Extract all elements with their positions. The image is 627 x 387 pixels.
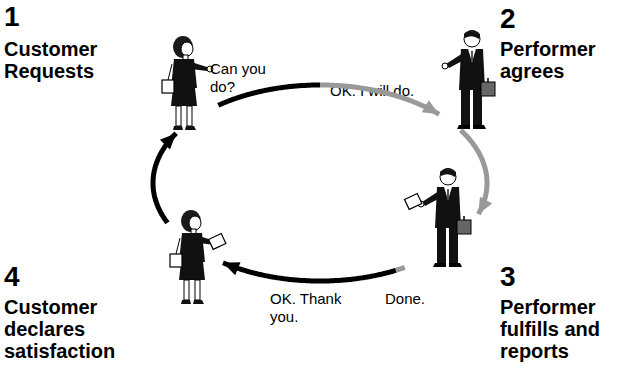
cycle-arc [396, 267, 405, 270]
cycle-arc [218, 85, 320, 105]
cycle-arrow [461, 130, 492, 214]
arrow-head [160, 133, 176, 149]
step-number: 2 [500, 4, 560, 34]
customer-stage: 1Customer RequestsCan you do? [160, 38, 218, 133]
stage-title: Customer Requests [4, 38, 144, 82]
arrow-head [422, 100, 439, 114]
cycle-arrow [153, 133, 176, 223]
performer-stage: 2Performer agreesOK. I will do. [440, 28, 495, 130]
speech-text: Can you do? [210, 60, 274, 96]
cycle-arc [153, 133, 176, 223]
stage-title: Customer declares satisfaction [4, 296, 144, 362]
step-number: 3 [500, 262, 560, 292]
arrow-head [223, 262, 241, 275]
speech-text: Done. [385, 290, 445, 308]
stage-title: Performer fulfills and reports [500, 296, 625, 362]
cycle-arc [320, 85, 439, 114]
cycle-arc [223, 263, 396, 281]
step-number: 4 [4, 262, 64, 292]
speech-text: OK. I will do. [330, 82, 450, 100]
stage-title: Performer agrees [500, 38, 625, 82]
speech-text: OK. Thank you. [270, 290, 350, 326]
cycle-arrow [218, 85, 439, 114]
cycle-arc [461, 130, 487, 214]
cycle-arrow [223, 262, 405, 281]
step-number: 1 [4, 2, 64, 32]
arrow-head [478, 197, 492, 214]
customer-stage: 4Customer declares satisfactionOK. Thank… [168, 205, 223, 305]
performer-stage: 3Performer fulfills and reportsDone. [405, 165, 478, 270]
